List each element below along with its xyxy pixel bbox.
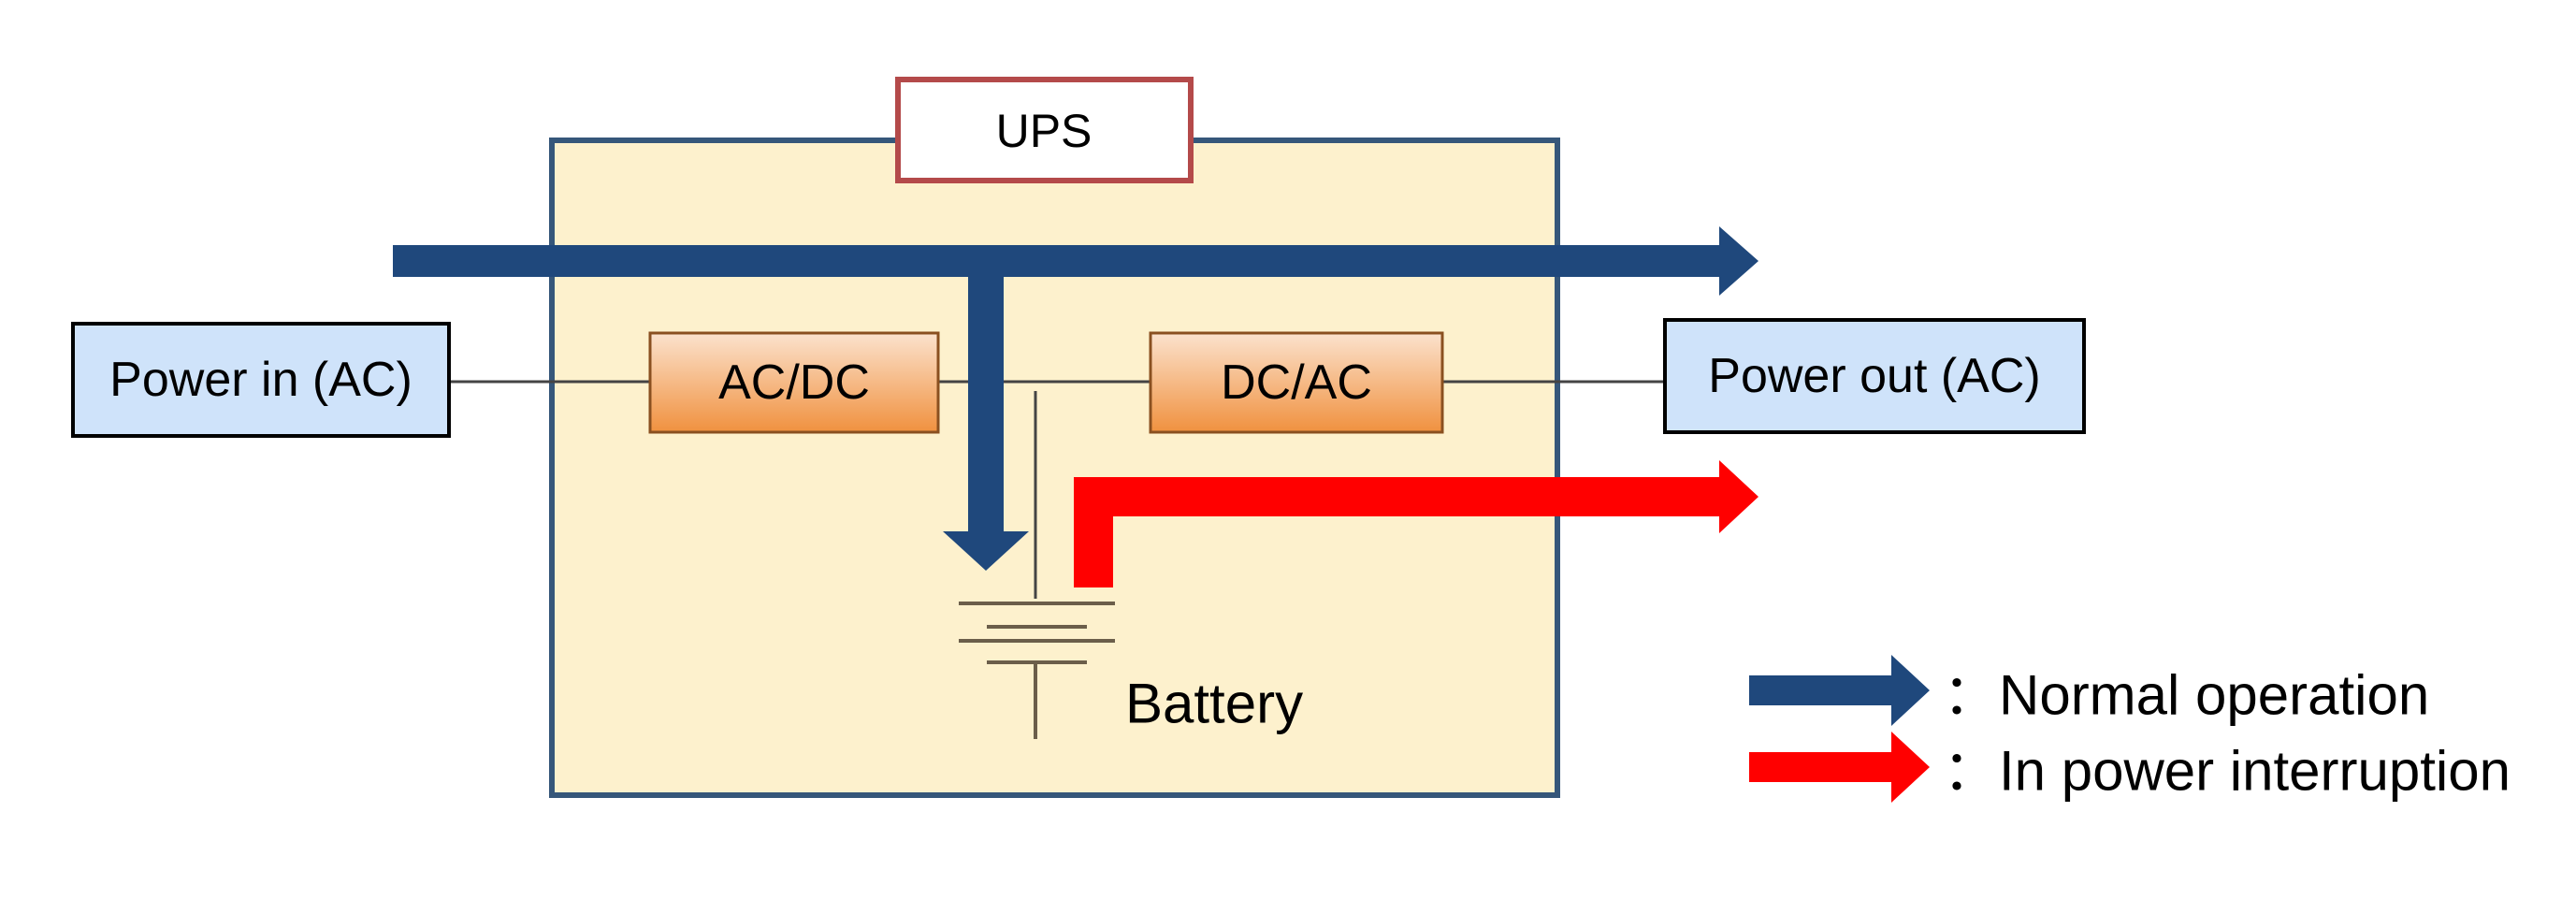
- power-out-label: Power out (AC): [1708, 349, 2040, 403]
- acdc-converter-box: [648, 331, 940, 434]
- ups-title: UPS: [996, 105, 1093, 157]
- interruption-arrow-path: [1074, 460, 1758, 587]
- legend: ：Normal operation ：In power interruption: [1749, 655, 2511, 803]
- battery-symbol: [959, 602, 1115, 739]
- power-in-box: [71, 322, 451, 438]
- dcac-label: DC/AC: [1221, 355, 1372, 410]
- normal-operation-arrow-main: [393, 226, 1758, 296]
- ups-enclosure: [549, 138, 1560, 798]
- ups-title-box: [895, 77, 1194, 183]
- legend-interruption-arrow-icon: [1749, 732, 1930, 803]
- normal-operation-arrow-to-battery: [943, 271, 1029, 571]
- dcac-converter-box: [1149, 331, 1444, 434]
- legend-normal-label: ：Normal operation: [1943, 664, 2429, 727]
- power-in-label: Power in (AC): [109, 353, 412, 407]
- legend-normal-arrow-icon: [1749, 655, 1930, 726]
- power-out-box: [1663, 318, 2086, 434]
- legend-interruption-label: ：In power interruption: [1943, 740, 2511, 803]
- battery-label: Battery: [1125, 673, 1303, 735]
- acdc-label: AC/DC: [718, 355, 870, 410]
